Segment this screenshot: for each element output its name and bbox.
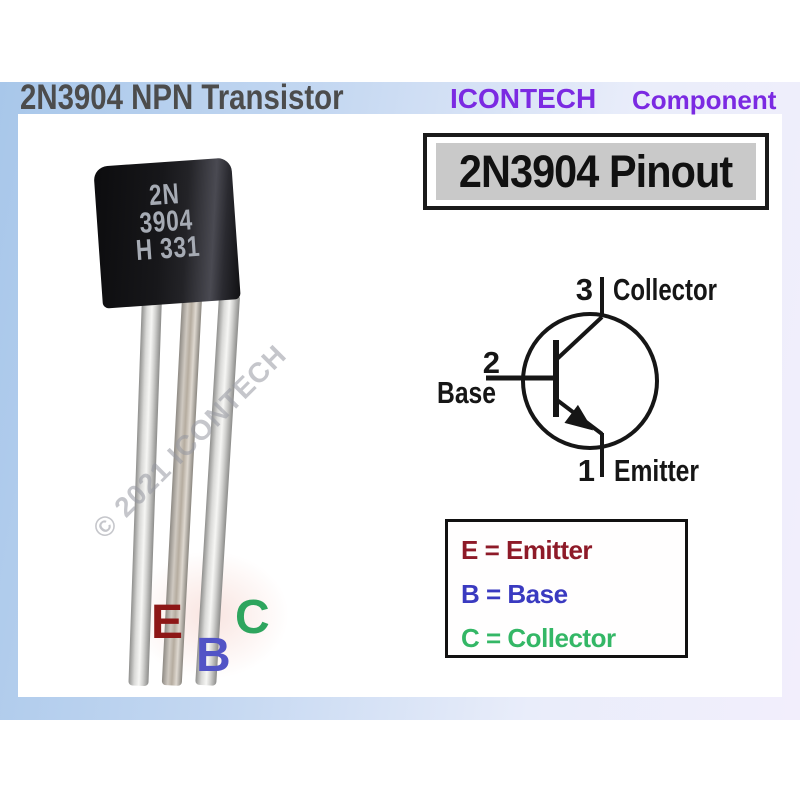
pinout-title: 2N3904 Pinout: [459, 146, 733, 197]
collector-diagonal-line: [555, 315, 604, 361]
pin-legend-box: E = Emitter B = Base C = Collector: [445, 519, 688, 658]
leg-label-base: B: [196, 629, 231, 682]
pin-number-emitter: 1: [578, 453, 595, 488]
pin-label-base: Base: [437, 375, 496, 410]
transistor-circle: [521, 312, 659, 450]
legend-base: B = Base: [461, 579, 568, 609]
pin-label-emitter: Emitter: [614, 453, 699, 488]
pinout-title-box: 2N3904 Pinout: [423, 133, 769, 210]
leg-label-collector: C: [235, 591, 270, 644]
leg-label-emitter: E: [151, 596, 184, 649]
npn-transistor-schematic: 3 Collector 2 Base 1 Emitter: [437, 272, 717, 488]
pinout-title-plate: 2N3904 Pinout: [436, 143, 756, 200]
transistor-body: 2N 3904 H 331: [93, 157, 241, 309]
pin-number-base: 2: [483, 345, 500, 380]
brand-name: ICONTECH: [450, 83, 597, 114]
legend-collector: C = Collector: [461, 623, 616, 653]
brand-suffix: Component: [632, 85, 777, 115]
page-title: 2N3904 NPN Transistor: [20, 78, 344, 117]
pin-number-collector: 3: [576, 272, 593, 307]
pin-label-collector: Collector: [613, 272, 717, 307]
emitter-arrowhead: [564, 404, 594, 431]
legend-emitter: E = Emitter: [461, 535, 593, 565]
